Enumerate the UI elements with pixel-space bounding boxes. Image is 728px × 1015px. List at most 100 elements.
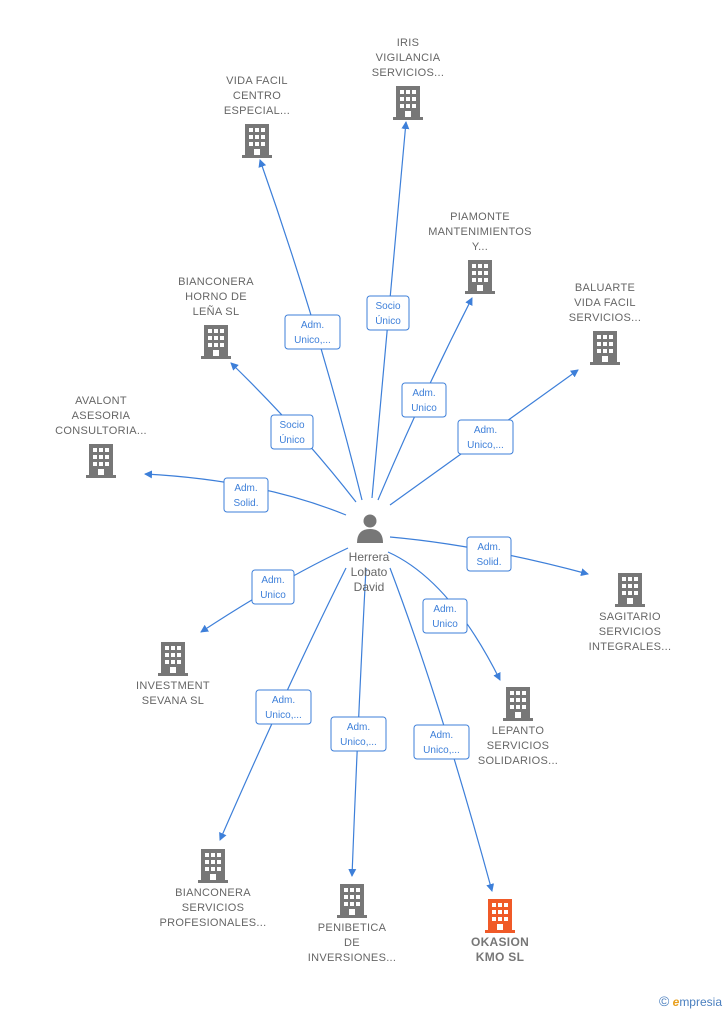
company-name-line: AVALONT [75, 395, 127, 407]
building-icon [158, 642, 188, 676]
edge-label-text: Unico,... [265, 710, 302, 721]
edge-label-box [330, 716, 387, 752]
edge-label-text: Único [279, 433, 305, 446]
edge-vida-facil-centro: Adm.Unico,... [258, 159, 363, 501]
company-node-avalont[interactable]: AVALONTASESORIACONSULTORIA... [55, 395, 147, 478]
edge-label-text: Adm. [234, 483, 257, 494]
company-name-line: LEPANTO [492, 725, 545, 737]
edge-label-box [270, 414, 314, 450]
building-icon [242, 124, 272, 158]
building-icon [337, 884, 367, 918]
company-name-line: PENIBETICA [318, 922, 387, 934]
edge-label[interactable]: Adm.Unico,... [255, 689, 312, 725]
company-name-line: PROFESIONALES... [160, 917, 267, 929]
edge-label-box [466, 536, 512, 572]
company-node-sagitario[interactable]: SAGITARIO SERVICIOS INTEGRALES... [589, 573, 672, 653]
company-node-iris[interactable]: IRIS VIGILANCIA SERVICIOS... [372, 37, 444, 120]
edge-label-box [284, 314, 341, 350]
edge-label-box [413, 724, 470, 760]
building-icon [201, 325, 231, 359]
edge-okasion: Adm.Unico,... [389, 567, 495, 892]
footer-brand[interactable]: © empresia [659, 993, 722, 1009]
company-node-penibetica[interactable]: PENIBETICADEINVERSIONES... [308, 884, 397, 964]
building-icon [503, 687, 533, 721]
edge-label-box [223, 477, 269, 513]
company-name-line: SERVICIOS [599, 626, 661, 638]
edge-label[interactable]: Adm.Unico,... [330, 716, 387, 752]
company-name-line: ESPECIAL... [224, 105, 290, 117]
company-node-bianconera-servicios[interactable]: BIANCONERA SERVICIOS PROFESIONALES... [160, 849, 267, 929]
edge-lepanto: Adm.Unico [387, 551, 501, 681]
edge-line [387, 551, 501, 681]
company-node-vida-facil-centro[interactable]: VIDA FACILCENTROESPECIAL... [224, 75, 290, 158]
edge-penibetica: Adm.Unico,... [330, 567, 387, 877]
person-name-line: Herrera [349, 550, 390, 564]
company-name-line: VIGILANCIA [376, 52, 441, 64]
building-icon [615, 573, 645, 607]
edge-label-text: Adm. [301, 320, 324, 331]
person-name-line: David [354, 580, 385, 594]
edge-label-text: Unico [432, 619, 458, 630]
building-icon [465, 260, 495, 294]
edge-bianconera-servicios: Adm.Unico,... [219, 567, 347, 841]
edges-layer: SocioÚnicoAdm.Unico,...Adm.UnicoAdm.Unic… [144, 121, 589, 892]
building-icon [485, 899, 515, 933]
edge-label-text: Solid. [476, 557, 501, 568]
edge-label-text: Solid. [233, 498, 258, 509]
company-name-line: SEVANA SL [142, 695, 204, 707]
edge-label[interactable]: Adm.Unico [251, 569, 295, 605]
company-name-line: SERVICIOS... [569, 312, 641, 324]
edge-label-text: Unico,... [340, 737, 377, 748]
edge-line [389, 567, 495, 892]
edge-investment: Adm.Unico [200, 547, 349, 633]
building-icon [86, 444, 116, 478]
company-name-line: BIANCONERA [178, 276, 254, 288]
company-node-lepanto[interactable]: LEPANTO SERVICIOS SOLIDARIOS... [478, 687, 558, 767]
company-name-line: BIANCONERA [175, 887, 251, 899]
edge-label-text: Adm. [430, 730, 453, 741]
edge-label[interactable]: Adm.Unico,... [284, 314, 341, 350]
company-node-piamonte[interactable]: PIAMONTEMANTENIMIENTOSY... [428, 211, 532, 294]
company-name-line: INTEGRALES... [589, 641, 672, 653]
edge-label-box [401, 382, 447, 418]
edge-label[interactable]: Adm.Unico [401, 382, 447, 418]
brand-name: mpresia [679, 995, 722, 1009]
company-name-line: SERVICIOS... [372, 67, 444, 79]
edge-label-text: Adm. [474, 425, 497, 436]
edge-label[interactable]: Adm.Unico,... [413, 724, 470, 760]
company-name-line: SAGITARIO [599, 611, 661, 623]
edge-label-box [255, 689, 312, 725]
edge-label[interactable]: Adm.Unico [422, 598, 468, 634]
edge-label[interactable]: Adm. Solid. [223, 477, 269, 513]
company-name-line: INVERSIONES... [308, 952, 397, 964]
edge-label-box [251, 569, 295, 605]
company-name-line: CENTRO [233, 90, 281, 102]
company-name-line: SERVICIOS [487, 740, 549, 752]
person-name-line: Lobato [351, 565, 388, 579]
company-name-line: SERVICIOS [182, 902, 244, 914]
company-name-line: IRIS [397, 37, 420, 49]
edge-label-text: Adm. [477, 542, 500, 553]
company-name-line: OKASION [471, 935, 529, 949]
building-icon [590, 331, 620, 365]
edge-label[interactable]: Adm.Unico,... [457, 419, 514, 455]
edge-label[interactable]: Adm. Solid. [466, 536, 512, 572]
company-name-line: BALUARTE [575, 282, 635, 294]
company-name-line: Y... [472, 241, 488, 253]
edge-baluarte: Adm.Unico,... [389, 369, 579, 506]
edge-label-box [422, 598, 468, 634]
company-name-line: HORNO DE [185, 291, 247, 303]
edge-sagitario: Adm. Solid. [389, 536, 589, 577]
company-name-line: SOLIDARIOS... [478, 755, 558, 767]
edge-label-box [366, 295, 410, 331]
building-icon [393, 86, 423, 120]
